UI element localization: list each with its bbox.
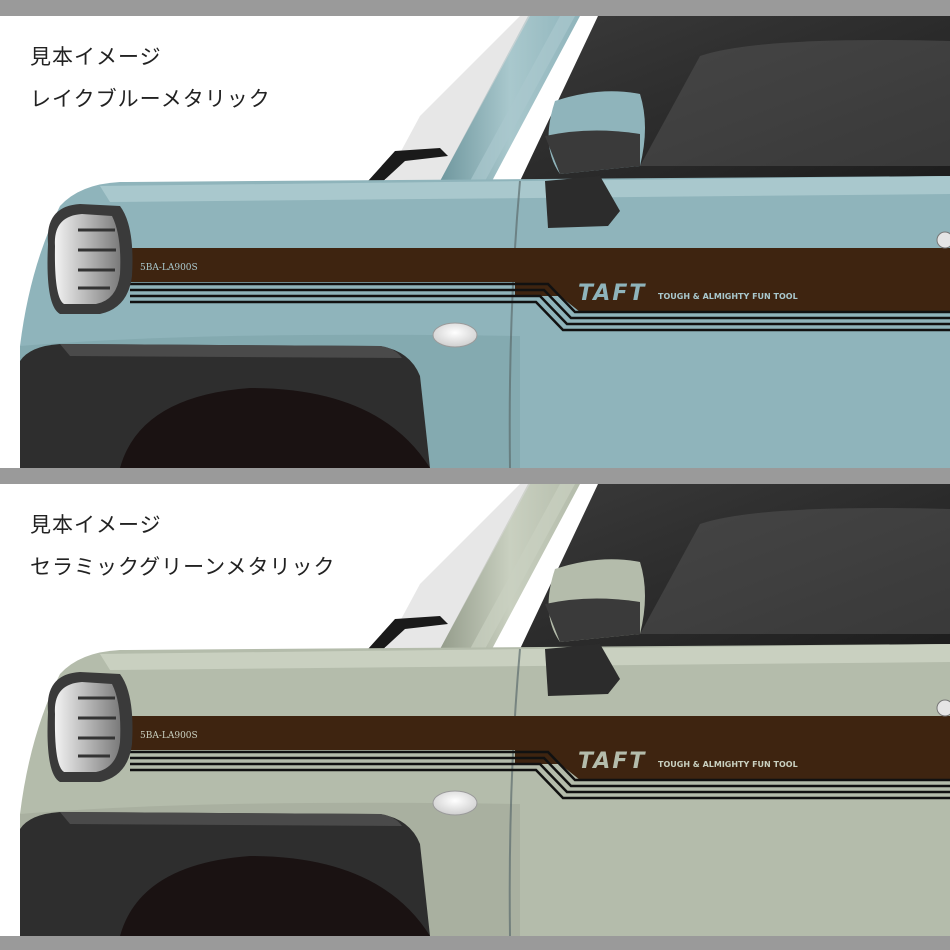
color-name-label: セラミックグリーンメタリック — [30, 555, 336, 579]
wheel-well — [120, 388, 430, 468]
bottom-frame-band — [0, 936, 950, 950]
door-handle — [936, 231, 950, 249]
headlamp-lens — [54, 682, 121, 772]
pinstripes — [130, 282, 950, 332]
side-stripe-upper — [130, 716, 515, 750]
mirror-head-shade — [545, 130, 640, 174]
windshield-trim — [470, 484, 575, 649]
hood-highlight — [100, 176, 950, 202]
tagline-text: TOUGH & ALMIGHTY FUN TOOL — [658, 292, 798, 301]
color-caption: 見本イメージ セラミックグリーンメタリック — [30, 504, 335, 588]
pinstripes — [130, 750, 950, 800]
wiper-arm — [368, 148, 448, 184]
side-stripe-door — [515, 716, 950, 780]
top-frame-band — [0, 0, 950, 16]
side-marker-lamp — [432, 790, 478, 816]
sample-image-label: 見本イメージ — [30, 45, 162, 69]
car-illustration: 5BA-LA900S TAFT TOUGH & ALMIGHTY FUN TOO… — [20, 16, 950, 468]
lake-blue-sample-panel: 5BA-LA900S TAFT TOUGH & ALMIGHTY FUN TOO… — [0, 16, 950, 468]
side-stripe-door — [515, 248, 950, 312]
side-stripe-upper — [130, 248, 515, 282]
windshield-trim — [470, 16, 575, 181]
middle-frame-band — [0, 468, 950, 484]
hood-highlight — [100, 644, 950, 670]
taft-logo: TAFT — [578, 749, 646, 774]
model-code-text: 5BA-LA900S — [140, 731, 198, 741]
wheel-well — [120, 856, 430, 936]
ceramic-green-sample-panel: 5BA-LA900S TAFT TOUGH & ALMIGHTY FUN TOO… — [0, 484, 950, 936]
mirror-base — [545, 176, 620, 228]
taft-logo: TAFT — [578, 281, 646, 306]
mirror-base — [545, 644, 620, 696]
window-reflection — [640, 508, 950, 634]
arch-highlight — [60, 812, 402, 826]
car-illustration: 5BA-LA900S TAFT TOUGH & ALMIGHTY FUN TOO… — [20, 484, 950, 936]
tagline-text: TOUGH & ALMIGHTY FUN TOOL — [658, 760, 798, 769]
wiper-arm — [368, 616, 448, 652]
color-caption: 見本イメージ レイクブルーメタリック — [30, 36, 271, 120]
headlamp-lens — [54, 214, 121, 304]
arch-highlight — [60, 344, 402, 358]
window-reflection — [640, 40, 950, 166]
side-marker-lamp — [432, 322, 478, 348]
door-seam — [508, 648, 521, 936]
windshield-edge — [385, 16, 530, 181]
windshield-edge — [385, 484, 530, 649]
color-name-label: レイクブルーメタリック — [30, 87, 271, 111]
model-code-text: 5BA-LA900S — [140, 263, 198, 273]
door-handle — [936, 699, 950, 717]
headlamp-louvers — [78, 228, 116, 290]
door-seam — [508, 180, 521, 468]
mirror-head-shade — [545, 598, 640, 642]
sample-image-label: 見本イメージ — [30, 513, 162, 537]
headlamp-louvers — [78, 696, 116, 758]
